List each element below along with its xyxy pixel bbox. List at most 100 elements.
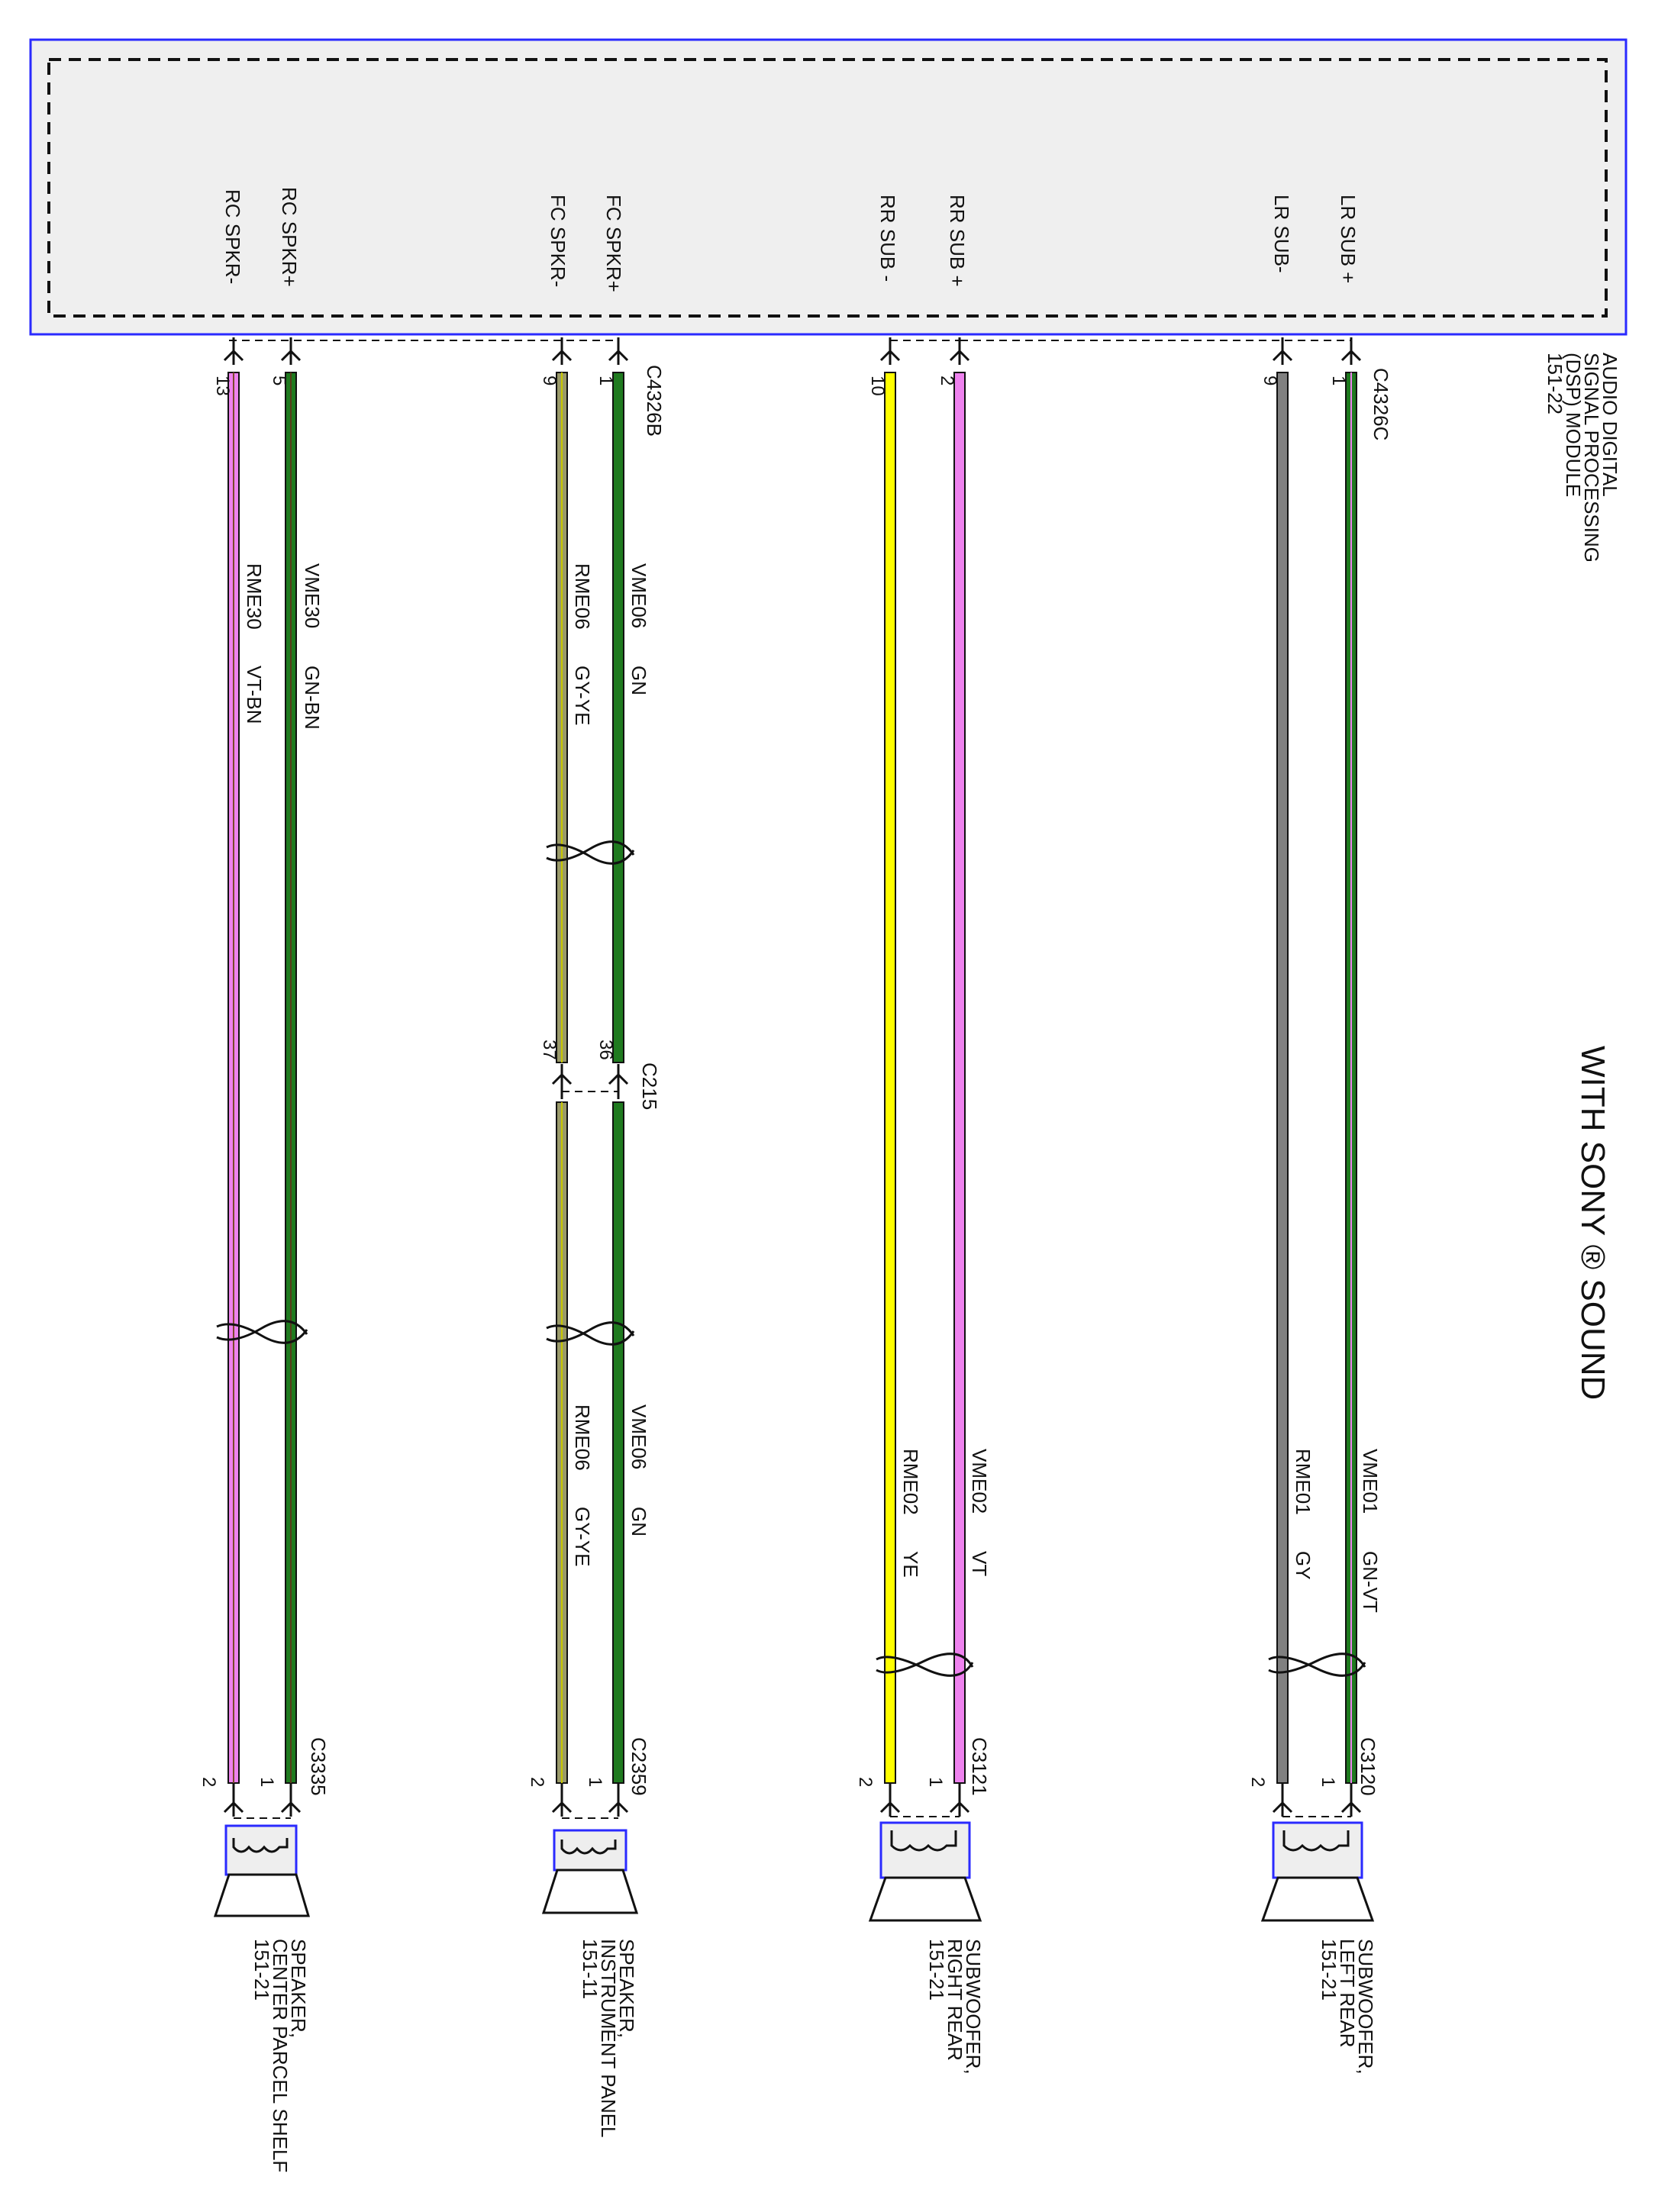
subwoofer-lr <box>1260 1816 1375 1922</box>
subwoofer-rr <box>868 1816 982 1922</box>
subwoofer-lr-coil-icon <box>1282 1830 1350 1852</box>
twist-lr <box>1268 1653 1366 1677</box>
module-desc-line-2: SIGNAL PROCESSING <box>1580 353 1603 563</box>
end-pin-fc-pos: 1 <box>585 1777 605 1787</box>
module-desc-line-4: 151-22 <box>1544 353 1566 414</box>
subwoofer-rr-coil-icon <box>890 1830 957 1852</box>
connector-c4326b: C4326B <box>643 365 666 437</box>
circuit-fc-neg-upper: RME06 <box>571 563 594 630</box>
wire-rr-pos <box>953 372 966 1784</box>
pin-label-lr-neg: LR SUB- <box>1270 195 1293 273</box>
terminal-rc-neg-top <box>223 337 244 365</box>
color-fc-pos-upper: GN <box>627 666 650 695</box>
pin-label-lr-pos: LR SUB + <box>1337 195 1360 283</box>
terminal-rr-neg-top <box>879 337 901 365</box>
pin-rr-pos: 2 <box>937 376 957 385</box>
circuit-lr-neg: RME01 <box>1292 1449 1315 1515</box>
color-fc-neg-upper: GY-YE <box>571 666 594 726</box>
sub-rr-line-2: RIGHT REAR <box>944 1939 966 2061</box>
spk-center-line-2: CENTER PARCEL SHELF <box>269 1939 292 2172</box>
speaker-center <box>213 1817 311 1917</box>
dsp-module <box>29 38 1628 336</box>
color-rc-neg: VT-BN <box>243 666 266 724</box>
twist-fc-lower <box>546 1321 635 1346</box>
end-pin-fc-neg: 2 <box>527 1777 547 1787</box>
spk-ip-line-3: 151-11 <box>579 1939 602 1999</box>
terminal-fc-neg-top <box>551 337 573 365</box>
connector-c3335: C3335 <box>307 1737 330 1796</box>
module-description: AUDIO DIGITAL SIGNAL PROCESSING (DSP) MO… <box>1544 353 1621 563</box>
spk-center-line-3: 151-21 <box>250 1939 273 2001</box>
terminal-rr-pos-bottom <box>949 1783 970 1817</box>
module-desc-line-1: AUDIO DIGITAL <box>1599 353 1621 497</box>
pin-lr-neg: 9 <box>1260 376 1280 385</box>
spk-center-line-1: SPEAKER, <box>287 1939 310 2038</box>
twist-fc-upper <box>546 840 635 865</box>
pin-label-rc-pos: RC SPKR+ <box>278 187 301 287</box>
color-rr-pos: VT <box>968 1551 991 1576</box>
terminal-fc-pos-top <box>608 337 629 365</box>
wires <box>227 372 1357 1784</box>
pin-label-rc-neg: RC SPKR- <box>221 189 244 284</box>
spk-ip-line-1: SPEAKER, <box>615 1939 638 2038</box>
wire-rr-neg <box>884 372 896 1784</box>
end-pin-lr-pos: 1 <box>1318 1777 1338 1787</box>
inline-connector-c215: 37 36 <box>539 1040 629 1099</box>
circuit-fc-pos-lower: VME06 <box>627 1404 650 1469</box>
color-fc-pos-lower: GN <box>627 1507 650 1536</box>
circuit-rr-neg: RME02 <box>899 1449 922 1515</box>
circuit-rc-neg: RME30 <box>243 563 266 630</box>
twist-rc <box>216 1320 308 1344</box>
terminal-lr-neg-bottom <box>1272 1783 1293 1817</box>
pin-fc-pos: 1 <box>595 376 616 385</box>
sub-lr-line-1: SUBWOOFER, <box>1354 1939 1377 2075</box>
connector-c3121: C3121 <box>968 1737 991 1796</box>
circuit-labels-lower: RME06 GY-YE VME06 GN RME02 YE VME02 VT R… <box>571 1404 1382 1613</box>
subwoofer-rr-cone <box>868 1876 982 1922</box>
sub-lr-line-2: LEFT REAR <box>1336 1939 1359 2048</box>
color-rc-pos: GN-BN <box>301 666 324 730</box>
circuit-fc-neg-lower: RME06 <box>571 1404 594 1471</box>
wire-fc-pos-upper <box>612 372 624 1063</box>
speaker-ip-coil-icon <box>560 1840 617 1855</box>
terminal-lr-neg-top <box>1272 337 1293 365</box>
connector-c3120: C3120 <box>1357 1737 1379 1796</box>
terminal-c215-fc-neg <box>551 1064 573 1099</box>
dsp-module-outline <box>29 38 1628 336</box>
bottom-pin-numbers: 2 1 2 1 2 1 2 1 <box>198 1777 1338 1787</box>
speaker-center-cone <box>213 1873 311 1917</box>
subwoofer-lr-cone <box>1260 1876 1375 1922</box>
connector-c215: C215 <box>638 1062 661 1110</box>
connector-c2359: C2359 <box>627 1737 650 1796</box>
circuit-labels-upper: RME30 VT-BN VME30 GN-BN RME06 GY-YE VME0… <box>243 563 650 730</box>
pin-label-fc-pos: FC SPKR+ <box>602 195 625 292</box>
end-pin-rc-neg: 2 <box>198 1777 219 1787</box>
pin-numbers-top: 13 5 9 1 10 2 9 1 <box>212 376 1349 396</box>
color-lr-pos: GN-VT <box>1359 1551 1382 1613</box>
diagram-title: WITH SONY ® SOUND <box>1574 1046 1611 1400</box>
terminal-fc-neg-bottom <box>551 1783 573 1817</box>
pin-label-rr-neg: RR SUB - <box>876 195 899 282</box>
terminals-top <box>223 337 1362 365</box>
component-labels: SPEAKER, CENTER PARCEL SHELF 151-21 SPEA… <box>250 1939 1377 2172</box>
end-pin-lr-neg: 2 <box>1247 1777 1268 1787</box>
speaker-ip-cone <box>541 1869 639 1914</box>
pin-lr-pos: 1 <box>1328 376 1349 385</box>
dsp-module-inner-dashed <box>47 58 1608 318</box>
terminal-c215-fc-pos <box>608 1064 629 1099</box>
module-desc-line-3: (DSP) MODULE <box>1562 353 1585 497</box>
pin-rc-neg: 13 <box>212 376 233 396</box>
pin-fc-pos-c215: 36 <box>595 1040 616 1060</box>
circuit-rc-pos: VME30 <box>301 563 324 628</box>
terminal-rr-pos-top <box>949 337 970 365</box>
pin-rr-neg: 10 <box>867 376 888 396</box>
terminal-lr-pos-bottom <box>1340 1783 1362 1817</box>
color-rr-neg: YE <box>899 1551 922 1578</box>
sub-rr-line-1: SUBWOOFER, <box>962 1939 985 2075</box>
terminal-fc-pos-bottom <box>608 1783 629 1817</box>
wire-lr-neg <box>1276 372 1289 1784</box>
pin-fc-neg-c215: 37 <box>539 1040 560 1060</box>
connector-labels: C4326B C4326C C215 C3335 C2359 C3121 C31… <box>307 365 1392 1796</box>
module-pin-labels: RC SPKR- RC SPKR+ FC SPKR- FC SPKR+ RR S… <box>221 187 1360 292</box>
